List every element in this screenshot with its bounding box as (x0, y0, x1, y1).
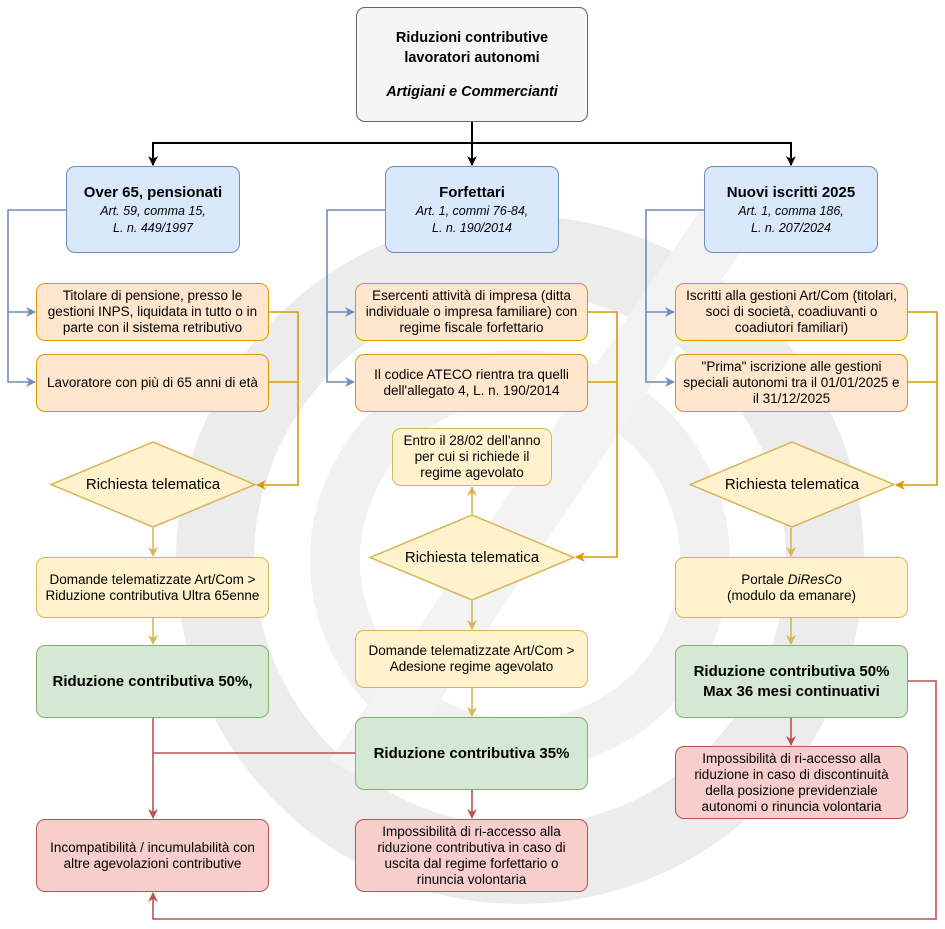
col2-requirement-regime: Esercenti attività di impresa (ditta ind… (355, 283, 588, 341)
col3-header-ref2: L. n. 207/2024 (751, 220, 831, 235)
col1-header-ref1: Art. 59, comma 15, (100, 203, 206, 218)
connector-col2-header-req2 (326, 312, 355, 387)
connector-col1-header-req2 (7, 312, 36, 387)
col2-header: Forfettari Art. 1, commi 76-84, L. n. 19… (385, 166, 559, 253)
col3-requirement-first-enrolment: "Prima" iscrizione alle gestioni special… (675, 354, 908, 412)
col2-header-title: Forfettari (439, 183, 505, 201)
col2-header-ref2: L. n. 190/2014 (432, 220, 512, 235)
col3-result-line1: Riduzione contributiva 50% (693, 662, 890, 680)
col2-decision-label: Richiesta telematica (404, 549, 540, 566)
col3-procedure-note: (modulo da emanare) (726, 587, 857, 603)
col2-procedure-text: Domande telematizzate Art/Com > Adesione… (368, 643, 575, 674)
col2-note-text: Impossibilità di ri-accesso alla riduzio… (377, 823, 566, 887)
col1-procedure: Domande telematizzate Art/Com > Riduzion… (36, 557, 269, 618)
connector-col2-header-req1 (326, 209, 385, 317)
col3-header-ref1: Art. 1, comma 186, (738, 203, 844, 218)
col1-result-text: Riduzione contributiva 50%, (52, 672, 253, 690)
col2-result: Riduzione contributiva 35% (355, 717, 588, 790)
col3-result: Riduzione contributiva 50% Max 36 mesi c… (675, 645, 908, 718)
col1-result: Riduzione contributiva 50%, (36, 645, 269, 718)
shared-note-text: Incompatibilità / incumulabilità con alt… (50, 839, 255, 871)
root-title-line1: Riduzioni contributive (395, 29, 549, 46)
col3-procedure: Portale DiResCo (modulo da emanare) (675, 557, 908, 618)
col1-requirement-age-text: Lavoratore con più di 65 anni di età (47, 375, 258, 390)
shared-note: Incompatibilità / incumulabilità con alt… (36, 819, 269, 892)
col2-requirement-ateco-text: Il codice ATECO rientra tra quelli dell'… (374, 367, 569, 398)
col2-header-ref1: Art. 1, commi 76-84, (415, 203, 529, 218)
col3-decision-label: Richiesta telematica (724, 476, 860, 493)
col2-deadline: Entro il 28/02 dell'anno per cui si rich… (392, 428, 552, 486)
col1-header-title: Over 65, pensionati (83, 183, 223, 201)
col2-procedure: Domande telematizzate Art/Com > Adesione… (355, 630, 588, 688)
col1-requirement-age: Lavoratore con più di 65 anni di età (36, 354, 269, 412)
col1-requirement-pension: Titolare di pensione, presso le gestioni… (36, 283, 269, 341)
col1-requirement-pension-text: Titolare di pensione, presso le gestioni… (47, 288, 258, 335)
col3-requirement-enrolled: Iscritti alla gestioni Art/Com (titolari… (675, 283, 908, 341)
connector-col3-header-req1 (645, 209, 704, 317)
col2-decision-diamond (369, 514, 575, 601)
col1-decision-diamond (50, 441, 256, 528)
connector-root-col1 (148, 142, 472, 166)
root-title-line2: lavoratori autonomi (404, 49, 540, 66)
col3-result-line2: Max 36 mesi continuativi (703, 682, 880, 700)
col3-procedure-portal: DiResCo (787, 571, 842, 587)
col1-decision-label: Richiesta telematica (85, 476, 221, 493)
connector-col3-result-shared-note (148, 680, 937, 920)
connector-col3-req-decision (895, 311, 938, 490)
col2-result-text: Riduzione contributiva 35% (373, 744, 570, 762)
col3-requirement-first-enrolment-text: "Prima" iscrizione alle gestioni special… (683, 359, 900, 406)
col3-note-text: Impossibilità di ri-accesso alla riduzio… (694, 750, 889, 814)
col3-header: Nuovi iscritti 2025 Art. 1, comma 186, L… (704, 166, 878, 253)
connector-col1-req-decision (256, 311, 299, 490)
col3-procedure-line: Portale DiResCo (741, 572, 842, 588)
col3-header-title: Nuovi iscritti 2025 (726, 183, 856, 201)
root-subtitle: Artigiani e Commercianti (386, 83, 558, 100)
col3-procedure-prefix: Portale (741, 571, 788, 587)
root-node: Riduzioni contributive lavoratori autono… (356, 7, 588, 122)
connector-col1-header-req1 (7, 209, 66, 317)
col2-requirement-regime-text: Esercenti attività di impresa (ditta ind… (365, 288, 578, 335)
col3-note: Impossibilità di ri-accesso alla riduzio… (675, 746, 908, 819)
col1-procedure-text: Domande telematizzate Art/Com > Riduzion… (45, 571, 260, 603)
col1-header-ref2: L. n. 449/1997 (113, 220, 193, 235)
col1-header: Over 65, pensionati Art. 59, comma 15, L… (66, 166, 240, 253)
col2-deadline-text: Entro il 28/02 dell'anno per cui si rich… (403, 433, 541, 480)
connector-col3-header-req2 (645, 312, 675, 387)
col2-requirement-ateco: Il codice ATECO rientra tra quelli dell'… (355, 354, 588, 412)
col3-requirement-enrolled-text: Iscritti alla gestioni Art/Com (titolari… (686, 288, 897, 335)
col3-decision-diamond (689, 441, 895, 528)
connector-col2-req-decision (575, 311, 618, 562)
connector-root-col3 (472, 142, 796, 166)
col2-note: Impossibilità di ri-accesso alla riduzio… (355, 819, 588, 892)
